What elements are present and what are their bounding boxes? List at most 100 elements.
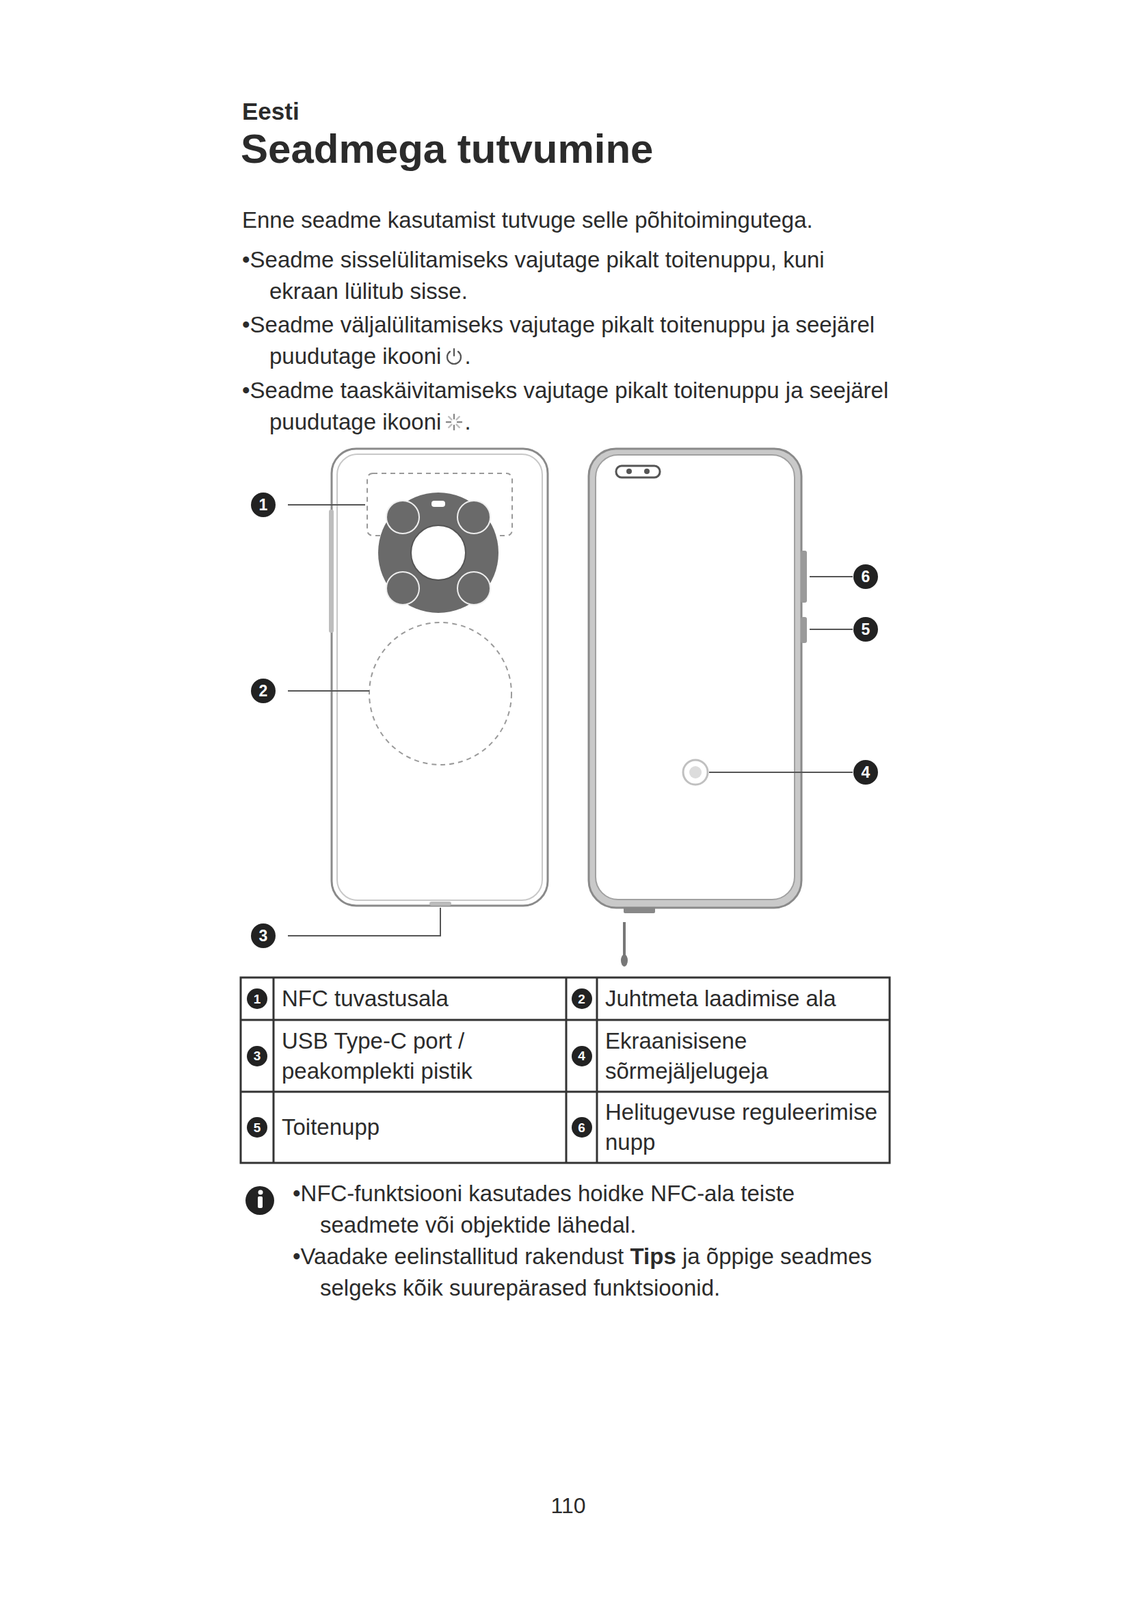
- restart-icon: [446, 421, 451, 423]
- callout-number: 4: [853, 759, 878, 785]
- note-text: •Vaadake eelinstallitud rakendustTipsja …: [292, 1240, 895, 1304]
- leader-lines: [287, 907, 441, 936]
- restart-icon: [456, 416, 460, 420]
- phone-front: [683, 759, 708, 785]
- power-icon: [443, 346, 465, 367]
- callout-number: 5: [853, 616, 878, 642]
- phone-back: [337, 454, 543, 900]
- phone-front: [689, 765, 702, 779]
- table-cell: USB Type-C port / peakomplekti pistik: [273, 1019, 567, 1092]
- phone-back: [457, 500, 491, 534]
- restart-icon: [449, 416, 452, 420]
- table-cell: 6: [566, 1091, 597, 1163]
- table-grid: [272, 977, 275, 1163]
- callout-number: 1: [250, 492, 276, 517]
- table-grid: [565, 977, 568, 1163]
- phone-front: [800, 616, 807, 643]
- phone-front: [616, 465, 660, 478]
- callout-number: 3: [250, 923, 276, 948]
- leader-lines: [809, 628, 853, 630]
- table-cell: 2: [566, 977, 597, 1020]
- phone-front: [626, 468, 632, 474]
- bullet-text: •Seadme taaskäivitamiseks vajutage pikal…: [242, 374, 892, 438]
- restart-icon: [457, 421, 462, 423]
- table-cell: Toitenupp: [273, 1091, 567, 1163]
- callout-number: 5: [246, 1116, 268, 1138]
- table-grid: [240, 977, 890, 1163]
- table-grid: [240, 977, 890, 1163]
- callout-number: 2: [571, 988, 593, 1009]
- table-cell: Helitugevuse reguleerimise nupp: [596, 1091, 890, 1163]
- table-text: Helitugevuse reguleerimise nupp: [605, 1096, 883, 1157]
- restart-icon: [456, 424, 460, 428]
- phone-front: [620, 953, 628, 967]
- section-language: Eesti: [242, 95, 516, 128]
- intro-text: Enne seadme kasutamist tutvuge selle põh…: [242, 204, 926, 236]
- phone-front: [588, 448, 802, 908]
- leader-lines: [287, 504, 853, 936]
- table-cell: NFC tuvastusala: [273, 977, 567, 1020]
- table-grid: [596, 977, 599, 1163]
- info-icon: [257, 1195, 263, 1208]
- phone-back: [429, 901, 452, 906]
- table-text: NFC tuvastusala: [281, 983, 449, 1014]
- phone-back: [331, 448, 548, 906]
- phone-back: [369, 622, 512, 765]
- callout-number: 6: [571, 1116, 593, 1138]
- bullet-text: •Seadme taaskäivitamiseks vajutage pikal…: [242, 377, 889, 435]
- bullet-text: .: [464, 408, 471, 435]
- info-icon: [245, 1185, 275, 1215]
- info-icon: [245, 1185, 275, 1215]
- restart-icon: [443, 411, 465, 433]
- info-icon: [258, 1189, 264, 1195]
- power-icon: [453, 348, 455, 356]
- page-title: Seadmega tutvumine: [240, 123, 654, 176]
- note-text: •Vaadake eelinstallitud rakendust: [292, 1243, 624, 1269]
- phone-back: [378, 492, 499, 613]
- table-cell: 5: [240, 1091, 274, 1163]
- restart-icon: [453, 425, 455, 430]
- table-cell: 4: [566, 1019, 597, 1092]
- phone-back: [328, 448, 548, 906]
- app-name: Tips: [630, 1243, 677, 1269]
- leader-lines: [287, 503, 366, 506]
- phone-back: [457, 571, 491, 605]
- callout-number: 1: [246, 988, 268, 1009]
- page-number: 110: [499, 1489, 637, 1521]
- restart-icon: [449, 424, 452, 428]
- callout-number: 4: [571, 1045, 593, 1067]
- note-text: •NFC-funktsiooni kasutades hoidke NFC-al…: [292, 1177, 895, 1241]
- table-text: Juhtmeta laadimise ala: [605, 983, 837, 1014]
- table-cell: 3: [240, 1019, 274, 1092]
- callout-number: 2: [250, 678, 276, 703]
- phone-front: [595, 454, 795, 900]
- phone-back: [386, 571, 420, 605]
- bullet-text: •Seadme sisselülitamiseks vajutage pikal…: [242, 244, 892, 308]
- phone-back: [328, 509, 334, 633]
- phone-back: [386, 500, 420, 534]
- table-text: Ekraanisisene sõrmejäljelugeja: [605, 1025, 883, 1086]
- phone-front: [800, 550, 807, 603]
- callout-number: 6: [853, 564, 878, 589]
- leader-lines: [809, 575, 853, 578]
- phone-front: [622, 921, 626, 956]
- table-text: Toitenupp: [281, 1111, 380, 1142]
- phone-front: [588, 448, 807, 967]
- leader-lines: [709, 771, 853, 773]
- phone-back: [431, 500, 446, 507]
- restart-icon: [453, 414, 455, 419]
- table-text: USB Type-C port / peakomplekti pistik: [281, 1025, 560, 1086]
- leader-lines: [287, 689, 370, 692]
- callout-number: 3: [246, 1045, 268, 1067]
- phone-back: [410, 525, 466, 580]
- table-cell: 1: [240, 977, 274, 1020]
- table-cell: Ekraanisisene sõrmejäljelugeja: [596, 1019, 890, 1092]
- phone-front: [644, 468, 650, 474]
- bullet-text: •Seadme väljalülitamiseks vajutage pikal…: [242, 309, 892, 372]
- bullet-text: •Seadme väljalülitamiseks vajutage pikal…: [242, 311, 875, 369]
- phone-front: [623, 906, 656, 913]
- bullet-text: .: [464, 343, 471, 369]
- table-cell: Juhtmeta laadimise ala: [596, 977, 890, 1020]
